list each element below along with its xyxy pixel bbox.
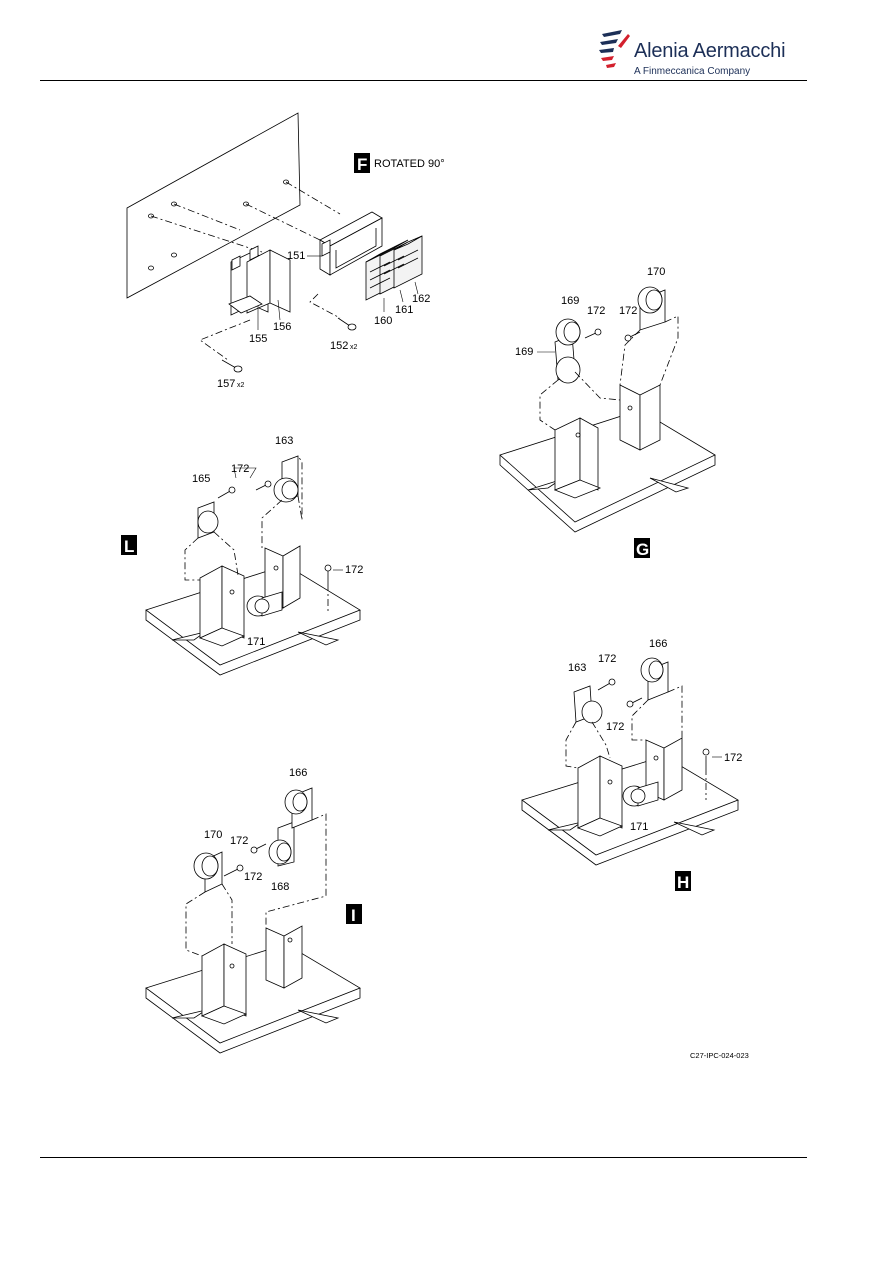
callout-g-170: 170 (647, 266, 665, 278)
view-i: 170 172 172 168 166 I (145, 767, 362, 1054)
panel-holes (148, 179, 289, 271)
callout-l-171: 171 (247, 636, 265, 648)
callout-152: 152 (330, 340, 348, 352)
clamp-171 (246, 591, 283, 617)
callout-i-170: 170 (204, 829, 222, 841)
footer-rule (40, 1157, 807, 1158)
header-rule (40, 80, 807, 81)
callout-i-172b: 172 (244, 871, 262, 883)
view-g-marker (634, 538, 650, 558)
company-subtitle: A Finmeccanica Company (634, 66, 751, 77)
clamp-171-h (622, 781, 659, 807)
callout-i-172a: 172 (230, 835, 248, 847)
view-i-letter: I (351, 906, 356, 925)
callout-g-169-side: 169 (515, 346, 533, 358)
callout-h-172c: 172 (724, 752, 742, 764)
view-h-marker (675, 871, 691, 891)
clamp-163-h (573, 685, 603, 724)
callout-160: 160 (374, 315, 392, 327)
callout-g-172a: 172 (587, 305, 605, 317)
view-f: 151 155 156 160 161 162 152 x2 157 x2 F … (126, 112, 445, 390)
clamp-165 (197, 501, 219, 539)
base-plate-i (145, 943, 361, 1044)
callout-l-172a: 172 (231, 463, 249, 475)
logo-mark-icon (599, 30, 630, 68)
mounting-panel (126, 112, 301, 299)
view-i-marker (346, 904, 362, 924)
company-name: Alenia Aermacchi (634, 40, 786, 62)
figure-id: C27-IPC-024-023 (690, 1051, 749, 1060)
callout-162: 162 (412, 293, 430, 305)
view-g: 169 169 170 172 172 G (499, 266, 716, 559)
screw-157 (221, 359, 243, 373)
clamp-166-i (284, 787, 313, 829)
view-g-letter: G (636, 540, 649, 559)
clamp-168 (268, 821, 295, 867)
callout-i-166: 166 (289, 767, 307, 779)
callout-156: 156 (273, 321, 291, 333)
clamp-170 (637, 286, 666, 331)
callout-155: 155 (249, 333, 267, 345)
callout-i-168: 168 (271, 881, 289, 893)
callout-l-165: 165 (192, 473, 210, 485)
rail-151 (319, 211, 383, 276)
view-f-letter: F (357, 155, 367, 174)
callout-157-qty: x2 (237, 382, 245, 389)
callout-h-172b: 172 (606, 721, 624, 733)
callout-g-169-top: 169 (561, 295, 579, 307)
callout-152-qty: x2 (350, 344, 358, 351)
view-l: 163 165 172 172 171 L (121, 435, 363, 676)
screws-172-g (584, 328, 641, 342)
callout-161: 161 (395, 304, 413, 316)
callout-157: 157 (217, 378, 235, 390)
clamp-166 (640, 657, 669, 701)
screws-172-i (223, 843, 267, 877)
screws-172-h (597, 678, 710, 768)
connector-modules (365, 235, 423, 301)
company-logo: Alenia Aermacchi A Finmeccanica Company (596, 22, 796, 82)
callout-h-163: 163 (568, 662, 586, 674)
clamp-169 (554, 318, 581, 384)
view-f-marker (354, 153, 370, 173)
callout-h-172a: 172 (598, 653, 616, 665)
view-f-caption: ROTATED 90° (374, 158, 445, 170)
callout-151: 151 (287, 250, 305, 262)
view-l-marker (121, 535, 137, 555)
callout-h-171: 171 (630, 821, 648, 833)
base-plate-g (499, 409, 716, 523)
callout-h-166: 166 (649, 638, 667, 650)
view-h-letter: H (677, 873, 689, 892)
callout-l-172b: 172 (345, 564, 363, 576)
view-h: 163 172 166 172 172 171 H (521, 638, 742, 892)
clamp-170-i (193, 851, 223, 893)
screw-152 (337, 317, 357, 331)
clamp-163 (273, 455, 299, 503)
callout-g-172b: 172 (619, 305, 637, 317)
screws-172-l (217, 480, 332, 584)
bracket-155-156 (228, 245, 291, 316)
view-l-letter: L (124, 537, 134, 556)
callout-l-163: 163 (275, 435, 293, 447)
